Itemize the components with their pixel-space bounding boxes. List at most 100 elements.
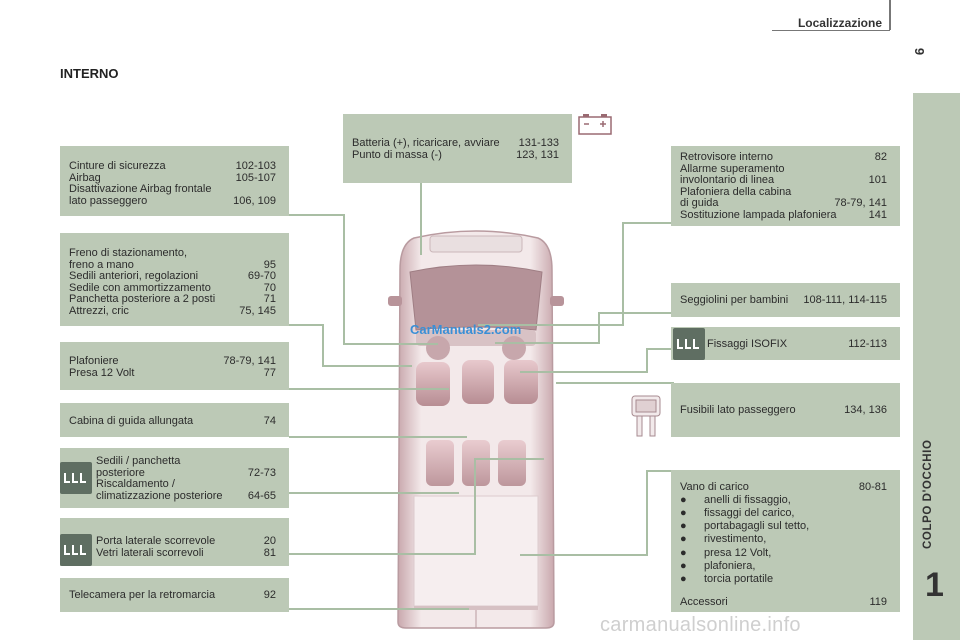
entry-pages: 64-65 — [247, 489, 276, 502]
entry-label: Batteria (+), ricaricare, avviare — [352, 137, 500, 149]
connector-line — [622, 222, 624, 325]
connector-line — [556, 382, 674, 384]
entry-pages: 80-81 — [858, 481, 887, 493]
entry-label: Seggiolini per bambini — [680, 294, 789, 306]
connector-line — [289, 608, 469, 610]
connector-line — [598, 312, 674, 314]
entry-label: Plafoniera della cabina di guida — [680, 185, 792, 209]
bullet-list: ●anelli di fissaggio, ●fissaggi del cari… — [680, 494, 887, 587]
connector-line — [289, 553, 475, 555]
connector-line — [289, 436, 467, 438]
callout-fusibili: Fusibili lato passeggero 134, 136 — [671, 383, 900, 437]
connector-line — [646, 348, 674, 350]
entry-pages: 70 — [263, 281, 276, 294]
header-vertical-rule — [889, 0, 891, 30]
list-item: ●fissaggi del carico, — [680, 507, 887, 520]
battery-icon — [578, 114, 612, 135]
list-item: ●anelli di fissaggio, — [680, 494, 887, 507]
front-seats — [416, 360, 538, 406]
page-number: 9 — [912, 47, 928, 56]
bullet-glyph: ● — [680, 559, 687, 572]
entry-row: Sedili / panchetta posteriore 72-73 — [96, 455, 276, 479]
section-title: INTERNO — [60, 66, 119, 81]
connector-line — [495, 342, 600, 344]
entry-label: Riscaldamento / climatizzazione posterio… — [96, 478, 223, 502]
entry-label: Presa 12 Volt — [69, 366, 135, 379]
fuse-icon — [631, 395, 661, 437]
entry-pages: 134, 136 — [844, 404, 887, 416]
entry-pages: 106, 109 — [233, 194, 276, 207]
bullet-text: torcia portatile — [704, 573, 774, 586]
entry-pages: 69-70 — [247, 270, 276, 282]
bullet-text: portabagagli sul tetto, — [704, 520, 810, 533]
entry-label: Fissaggi ISOFIX — [707, 338, 788, 350]
entry-label: Plafoniere — [69, 355, 119, 367]
entry-label: Sedili anteriori, regolazioni — [69, 270, 199, 282]
entry-label: Attrezzi, cric — [69, 304, 129, 317]
isofix-icon — [60, 534, 92, 566]
connector-line — [322, 365, 412, 367]
connector-line — [289, 214, 344, 216]
entry-label: Disattivazione Airbag frontale lato pass… — [69, 183, 212, 207]
connector-line — [478, 324, 624, 326]
connector-line — [420, 183, 422, 255]
bullet-glyph: ● — [680, 533, 687, 546]
entry-row: Airbag 105-107 — [69, 171, 276, 185]
callout-retrovisore: Retrovisore interno 82 Allarme superament… — [671, 146, 900, 226]
entry-label: Retrovisore interno — [680, 151, 773, 163]
connector-line — [474, 458, 544, 460]
connector-line — [289, 388, 449, 390]
entry-pages: 75, 145 — [239, 304, 276, 317]
chapter-number: 1 — [925, 566, 944, 604]
entry-pages: 72-73 — [247, 466, 276, 479]
entry-row: Attrezzi, cric 75, 145 — [69, 304, 276, 318]
entry-pages: 95 — [263, 258, 276, 271]
entry-pages: 20 — [263, 535, 276, 547]
entry-label: Airbag — [69, 171, 101, 184]
entry-pages: 102-103 — [235, 160, 276, 172]
entry-pages: 78-79, 141 — [223, 355, 276, 367]
isofix-icon — [673, 328, 705, 360]
connector-line — [289, 324, 323, 326]
chapter-sidebar-label: COLPO D'OCCHIO — [922, 439, 934, 549]
bullet-text: anelli di fissaggio, — [704, 493, 791, 506]
entry-pages: 82 — [874, 151, 887, 163]
entry-label: Fusibili lato passeggero — [680, 404, 796, 416]
van-interior-illustration — [388, 230, 564, 629]
entry-label: Vetri laterali scorrevoli — [96, 546, 204, 559]
bullet-glyph: ● — [680, 546, 687, 559]
entry-label: Cabina di guida allungata — [69, 415, 194, 427]
connector-line — [520, 554, 648, 556]
entry-pages: 71 — [263, 293, 276, 305]
bullet-glyph: ● — [680, 520, 687, 533]
entry-row: Allarme superamento involontario di line… — [680, 163, 887, 187]
entry-pages: 105-107 — [235, 171, 276, 184]
bullet-glyph: ● — [680, 573, 687, 586]
entry-row: Fusibili lato passeggero 134, 136 — [680, 404, 887, 417]
chapter-sidebar — [913, 93, 960, 640]
entry-label: Sedili / panchetta posteriore — [96, 455, 181, 479]
connector-line — [520, 371, 648, 373]
connector-line — [474, 458, 476, 555]
entry-label: Porta laterale scorrevole — [96, 535, 216, 547]
entry-row: Riscaldamento / climatizzazione posterio… — [96, 478, 276, 502]
entry-label: Punto di massa (-) — [352, 148, 442, 161]
connector-line — [289, 492, 459, 494]
watermark-small: CarManuals2.com — [410, 322, 522, 337]
page-header-title: Localizzazione — [797, 16, 882, 30]
entry-pages: 92 — [263, 589, 276, 601]
